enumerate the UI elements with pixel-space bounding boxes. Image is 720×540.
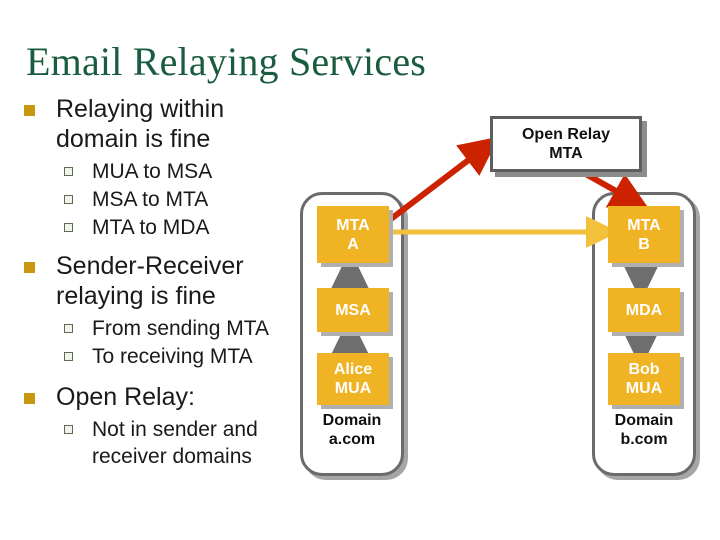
- bullet-level2-text: Not in sender and receiver domains: [92, 418, 258, 468]
- bullet-level2-text: MSA to MTA: [92, 188, 209, 211]
- bullet-level2: MTA to MDA: [0, 214, 296, 241]
- domain-b-label-line2: b.com: [620, 431, 668, 448]
- bullet-list: Relaying within domain is fine MUA to MS…: [0, 94, 296, 472]
- bullet-square-hollow-icon: [64, 324, 73, 333]
- node-msa-line1: MSA: [335, 301, 371, 319]
- bullet-level2: From sending MTA: [0, 315, 296, 342]
- email-relay-diagram: Open Relay MTA MTA A MSA Alice MUA MTA B: [290, 96, 720, 486]
- bullet-group-3: Open Relay: Not in sender and receiver d…: [0, 382, 296, 470]
- bullet-level2-text: MTA to MDA: [92, 216, 210, 239]
- node-mta-a-line2: A: [347, 235, 359, 253]
- node-mda-line1: MDA: [625, 301, 663, 319]
- bullet-group-2: Sender-Receiver relaying is fine From se…: [0, 251, 296, 370]
- node-mta-a-line1: MTA: [336, 216, 370, 234]
- bullet-group-1: Relaying within domain is fine MUA to MS…: [0, 94, 296, 241]
- bullet-level1: Open Relay:: [0, 382, 296, 412]
- bullet-level2: MSA to MTA: [0, 186, 296, 213]
- diagram-arrows: [330, 136, 661, 369]
- bullet-level2-text: To receiving MTA: [92, 345, 253, 368]
- node-bob-mua-line1: Bob: [628, 361, 660, 378]
- bullet-level2: To receiving MTA: [0, 343, 296, 370]
- bullet-square-hollow-icon: [64, 195, 73, 204]
- domain-a-label: Domain a.com: [302, 411, 402, 449]
- bullet-level2-text: MUA to MSA: [92, 160, 213, 183]
- bullet-square-filled-icon: [24, 105, 35, 116]
- page-title: Email Relaying Services: [26, 39, 427, 84]
- bullet-level2: Not in sender and receiver domains: [0, 416, 296, 470]
- node-open-relay-mta-line2: MTA: [549, 145, 583, 162]
- domain-a-label-line1: Domain: [322, 412, 382, 429]
- bullet-level1-text: Sender-Receiver relaying is fine: [56, 252, 244, 310]
- bullet-level1: Relaying within domain is fine: [0, 94, 296, 154]
- bullet-square-hollow-icon: [64, 425, 73, 434]
- domain-b-label-line1: Domain: [614, 412, 674, 429]
- arrow-mta-a-to-open-relay: [385, 136, 500, 225]
- node-open-relay-mta[interactable]: Open Relay MTA: [490, 116, 642, 172]
- bullet-square-hollow-icon: [64, 167, 73, 176]
- bullet-square-hollow-icon: [64, 223, 73, 232]
- node-bob-mua[interactable]: Bob MUA: [608, 353, 680, 405]
- arrow-open-relay-to-mta-b: [582, 170, 650, 211]
- bullet-level1-text: Open Relay:: [56, 383, 195, 411]
- bullet-square-filled-icon: [24, 262, 35, 273]
- node-mta-b-line2: B: [638, 235, 650, 253]
- node-msa[interactable]: MSA: [317, 288, 389, 332]
- node-alice-mua-line1: Alice: [333, 361, 373, 378]
- domain-a-label-line2: a.com: [328, 431, 376, 448]
- node-mta-b[interactable]: MTA B: [608, 206, 680, 263]
- domain-b-label: Domain b.com: [594, 411, 694, 449]
- bullet-square-filled-icon: [24, 393, 35, 404]
- node-mta-a[interactable]: MTA A: [317, 206, 389, 263]
- bullet-level1-text: Relaying within domain is fine: [56, 95, 225, 153]
- node-bob-mua-line2: MUA: [625, 380, 663, 397]
- node-alice-mua-line2: MUA: [334, 380, 372, 397]
- node-alice-mua[interactable]: Alice MUA: [317, 353, 389, 405]
- bullet-level2-text: From sending MTA: [92, 317, 269, 340]
- bullet-level1: Sender-Receiver relaying is fine: [0, 251, 296, 311]
- node-mta-b-line1: MTA: [627, 216, 661, 234]
- node-open-relay-mta-line1: Open Relay: [521, 126, 611, 143]
- bullet-square-hollow-icon: [64, 352, 73, 361]
- node-mda[interactable]: MDA: [608, 288, 680, 332]
- bullet-level2: MUA to MSA: [0, 158, 296, 185]
